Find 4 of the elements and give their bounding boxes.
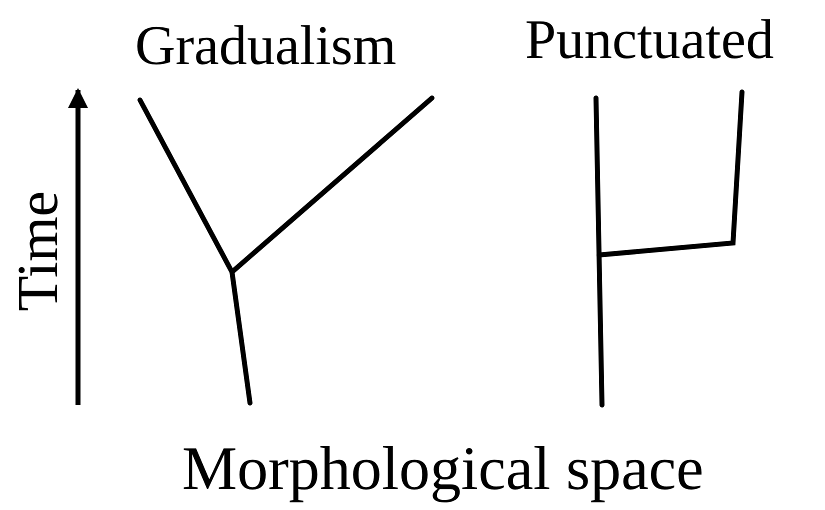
axis-label: Morphological space [182,438,704,500]
axis-label: Time [9,190,67,314]
panel-heading: Gradualism [135,18,396,74]
panel-heading: Punctuated [525,12,774,68]
